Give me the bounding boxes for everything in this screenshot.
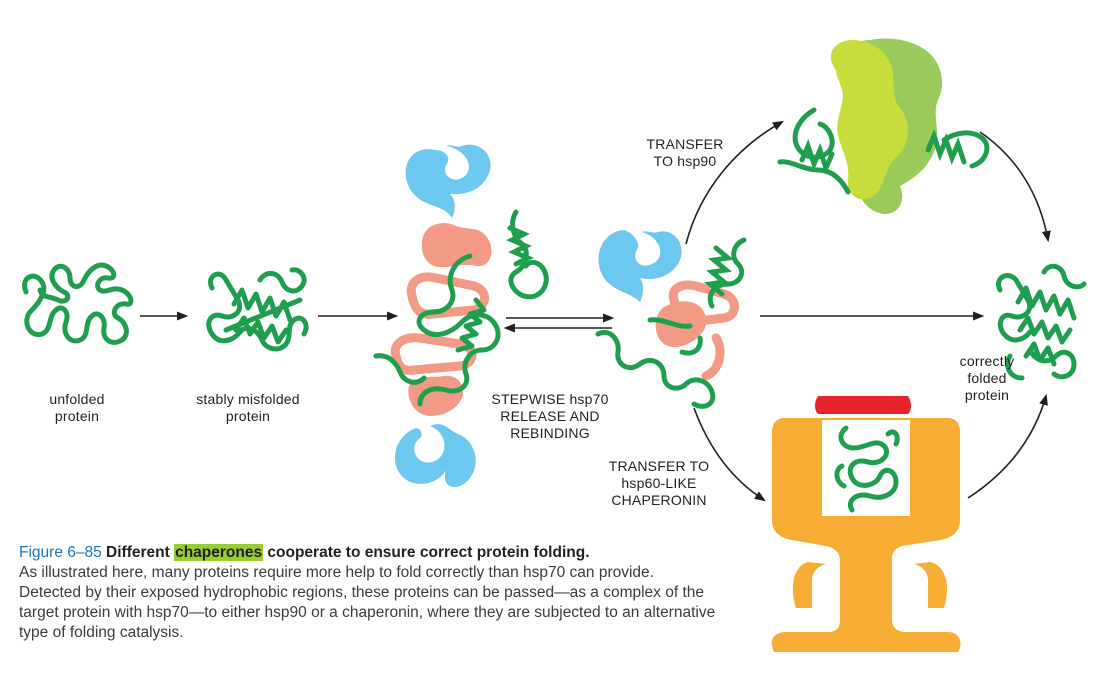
- hsp90-complex: [777, 38, 990, 214]
- unfolded-protein: [22, 262, 134, 345]
- label-transfer-chaperonin: TRANSFER TO hsp60-LIKE CHAPERONIN: [600, 458, 718, 509]
- caption-highlight: chaperones: [174, 544, 264, 561]
- label-correctly-folded: correctly folded protein: [942, 353, 1032, 404]
- label-line: protein: [964, 387, 1010, 403]
- caption-title-pre: Different: [101, 544, 175, 561]
- arrow-hsp90-to-folded: [979, 131, 1051, 243]
- label-transfer-hsp90: TRANSFER TO hsp90: [640, 136, 730, 170]
- label-line: STEPWISE hsp70: [491, 391, 609, 407]
- caption-title: Figure 6–85 Different chaperones coopera…: [19, 543, 719, 563]
- caption-title-post: cooperate to ensure correct protein fold…: [263, 544, 590, 561]
- arrow-to-chaperonin: [693, 407, 766, 502]
- label-misfolded-protein: stably misfolded protein: [178, 391, 318, 425]
- caption-body: As illustrated here, many proteins requi…: [19, 564, 716, 641]
- label-line: RELEASE AND: [500, 408, 600, 424]
- label-unfolded-protein: unfolded protein: [30, 391, 124, 425]
- correctly-folded-protein: [996, 263, 1087, 381]
- label-line: REBINDING: [510, 425, 590, 441]
- chaperonin: [771, 396, 961, 652]
- label-line: folded: [967, 370, 1007, 386]
- arrow-to-hsp90: [685, 120, 784, 245]
- label-line: TRANSFER TO: [608, 458, 710, 474]
- label-line: protein: [54, 408, 100, 424]
- label-line: TRANSFER: [646, 136, 724, 152]
- hsp70-complex-left: [373, 144, 549, 488]
- figure-number: Figure 6–85: [19, 544, 102, 561]
- arrow-chaperonin-to-folded: [967, 393, 1048, 499]
- label-line: correctly: [959, 353, 1015, 369]
- label-line: stably misfolded: [196, 391, 300, 407]
- label-line: protein: [225, 408, 271, 424]
- hsp70-complex-right: [595, 230, 747, 409]
- label-line: TO hsp90: [653, 153, 717, 169]
- label-line: unfolded: [49, 391, 105, 407]
- label-line: hsp60-LIKE: [621, 475, 697, 491]
- figure-caption: Figure 6–85 Different chaperones coopera…: [19, 543, 719, 643]
- label-line: CHAPERONIN: [611, 492, 707, 508]
- label-stepwise-release: STEPWISE hsp70 RELEASE AND REBINDING: [480, 391, 620, 442]
- misfolded-protein: [206, 267, 309, 352]
